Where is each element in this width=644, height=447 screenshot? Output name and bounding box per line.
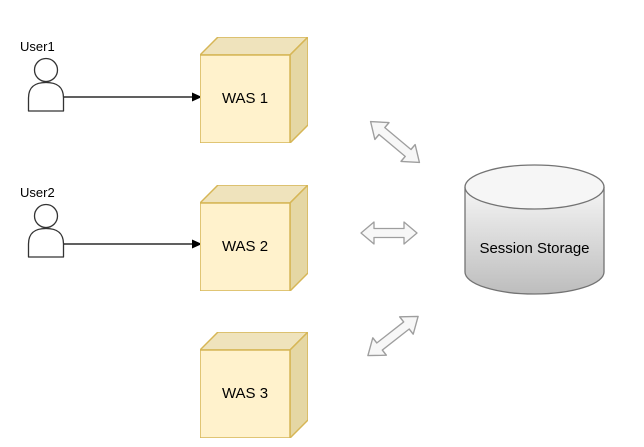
was3-cube-icon [200, 332, 308, 438]
user2-person-icon [27, 203, 65, 258]
user2-label: User2 [20, 185, 55, 200]
user2-to-was2-arrow [64, 239, 202, 249]
was1-storage-double-arrow-icon [369, 120, 421, 164]
was1-cube-icon [200, 37, 308, 143]
user1-to-was1-arrow [64, 92, 202, 102]
was3-storage-double-arrow-icon [367, 315, 419, 357]
was3-label: WAS 3 [221, 385, 269, 402]
session-storage-label: Session Storage [479, 240, 590, 257]
was2-storage-double-arrow-icon [360, 221, 418, 245]
was2-label: WAS 2 [221, 238, 269, 255]
user1-person-icon [27, 57, 65, 112]
was1-label: WAS 1 [221, 90, 269, 107]
session-storage-cylinder-icon [464, 164, 605, 295]
was2-cube-icon [200, 185, 308, 291]
user1-label: User1 [20, 39, 55, 54]
